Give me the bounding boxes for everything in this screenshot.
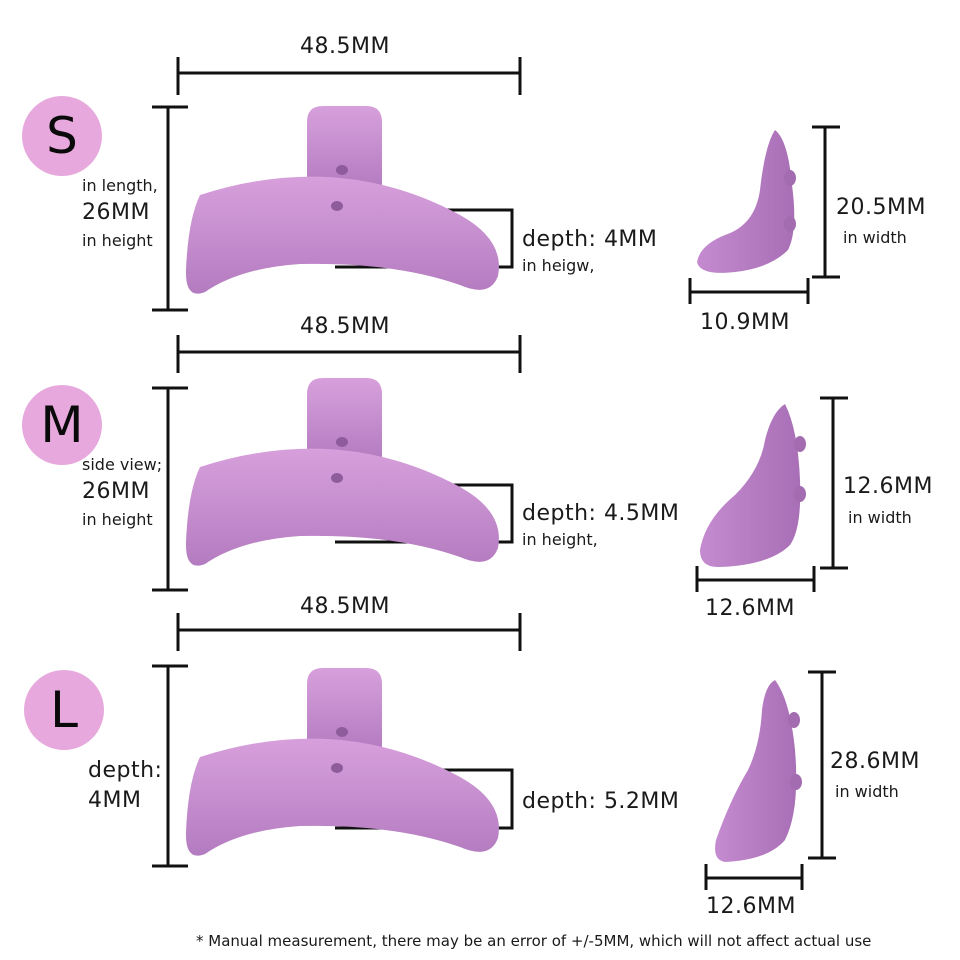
side-value-l: 4MM — [88, 788, 142, 813]
product-side-s — [697, 130, 796, 273]
side-label-1-l: depth: — [88, 758, 163, 783]
size-badge-m: M — [22, 385, 102, 465]
profile-height-s: 20.5MM — [836, 195, 926, 220]
profile-height-note-s: in width — [843, 228, 907, 247]
depth-value-l: depth: 5.2MM — [522, 789, 680, 814]
depth-value-s: depth: 4MM — [522, 227, 658, 252]
side-label-2-s: in height — [82, 231, 153, 250]
profile-height-m: 12.6MM — [843, 474, 933, 499]
size-badge-l: L — [24, 670, 104, 750]
top-width-label-s: 48.5MM — [300, 34, 390, 59]
profile-height-l: 28.6MM — [830, 749, 920, 774]
side-value-m: 26MM — [82, 479, 150, 504]
side-value-s: 26MM — [82, 200, 150, 225]
profile-height-note-l: in width — [835, 782, 899, 801]
product-side-m — [700, 404, 806, 568]
side-label-2-m: in height — [82, 510, 153, 529]
side-label-1-s: in length, — [82, 176, 158, 195]
profile-width-l: 12.6MM — [706, 894, 796, 919]
depth-note-m: in height, — [522, 530, 598, 549]
profile-width-m: 12.6MM — [705, 596, 795, 621]
size-badge-s: S — [22, 96, 102, 176]
dimension-lines — [152, 57, 848, 890]
top-width-label-l: 48.5MM — [300, 594, 390, 619]
footnote: * Manual measurement, there may be an er… — [196, 932, 872, 950]
top-width-label-m: 48.5MM — [300, 314, 390, 339]
product-front-m — [185, 378, 499, 566]
depth-note-s: in heigw, — [522, 256, 595, 275]
profile-height-note-m: in width — [848, 508, 912, 527]
product-side-l — [715, 680, 802, 862]
side-label-1-m: side view; — [82, 455, 163, 474]
profile-width-s: 10.9MM — [700, 310, 790, 335]
depth-value-m: depth: 4.5MM — [522, 501, 680, 526]
